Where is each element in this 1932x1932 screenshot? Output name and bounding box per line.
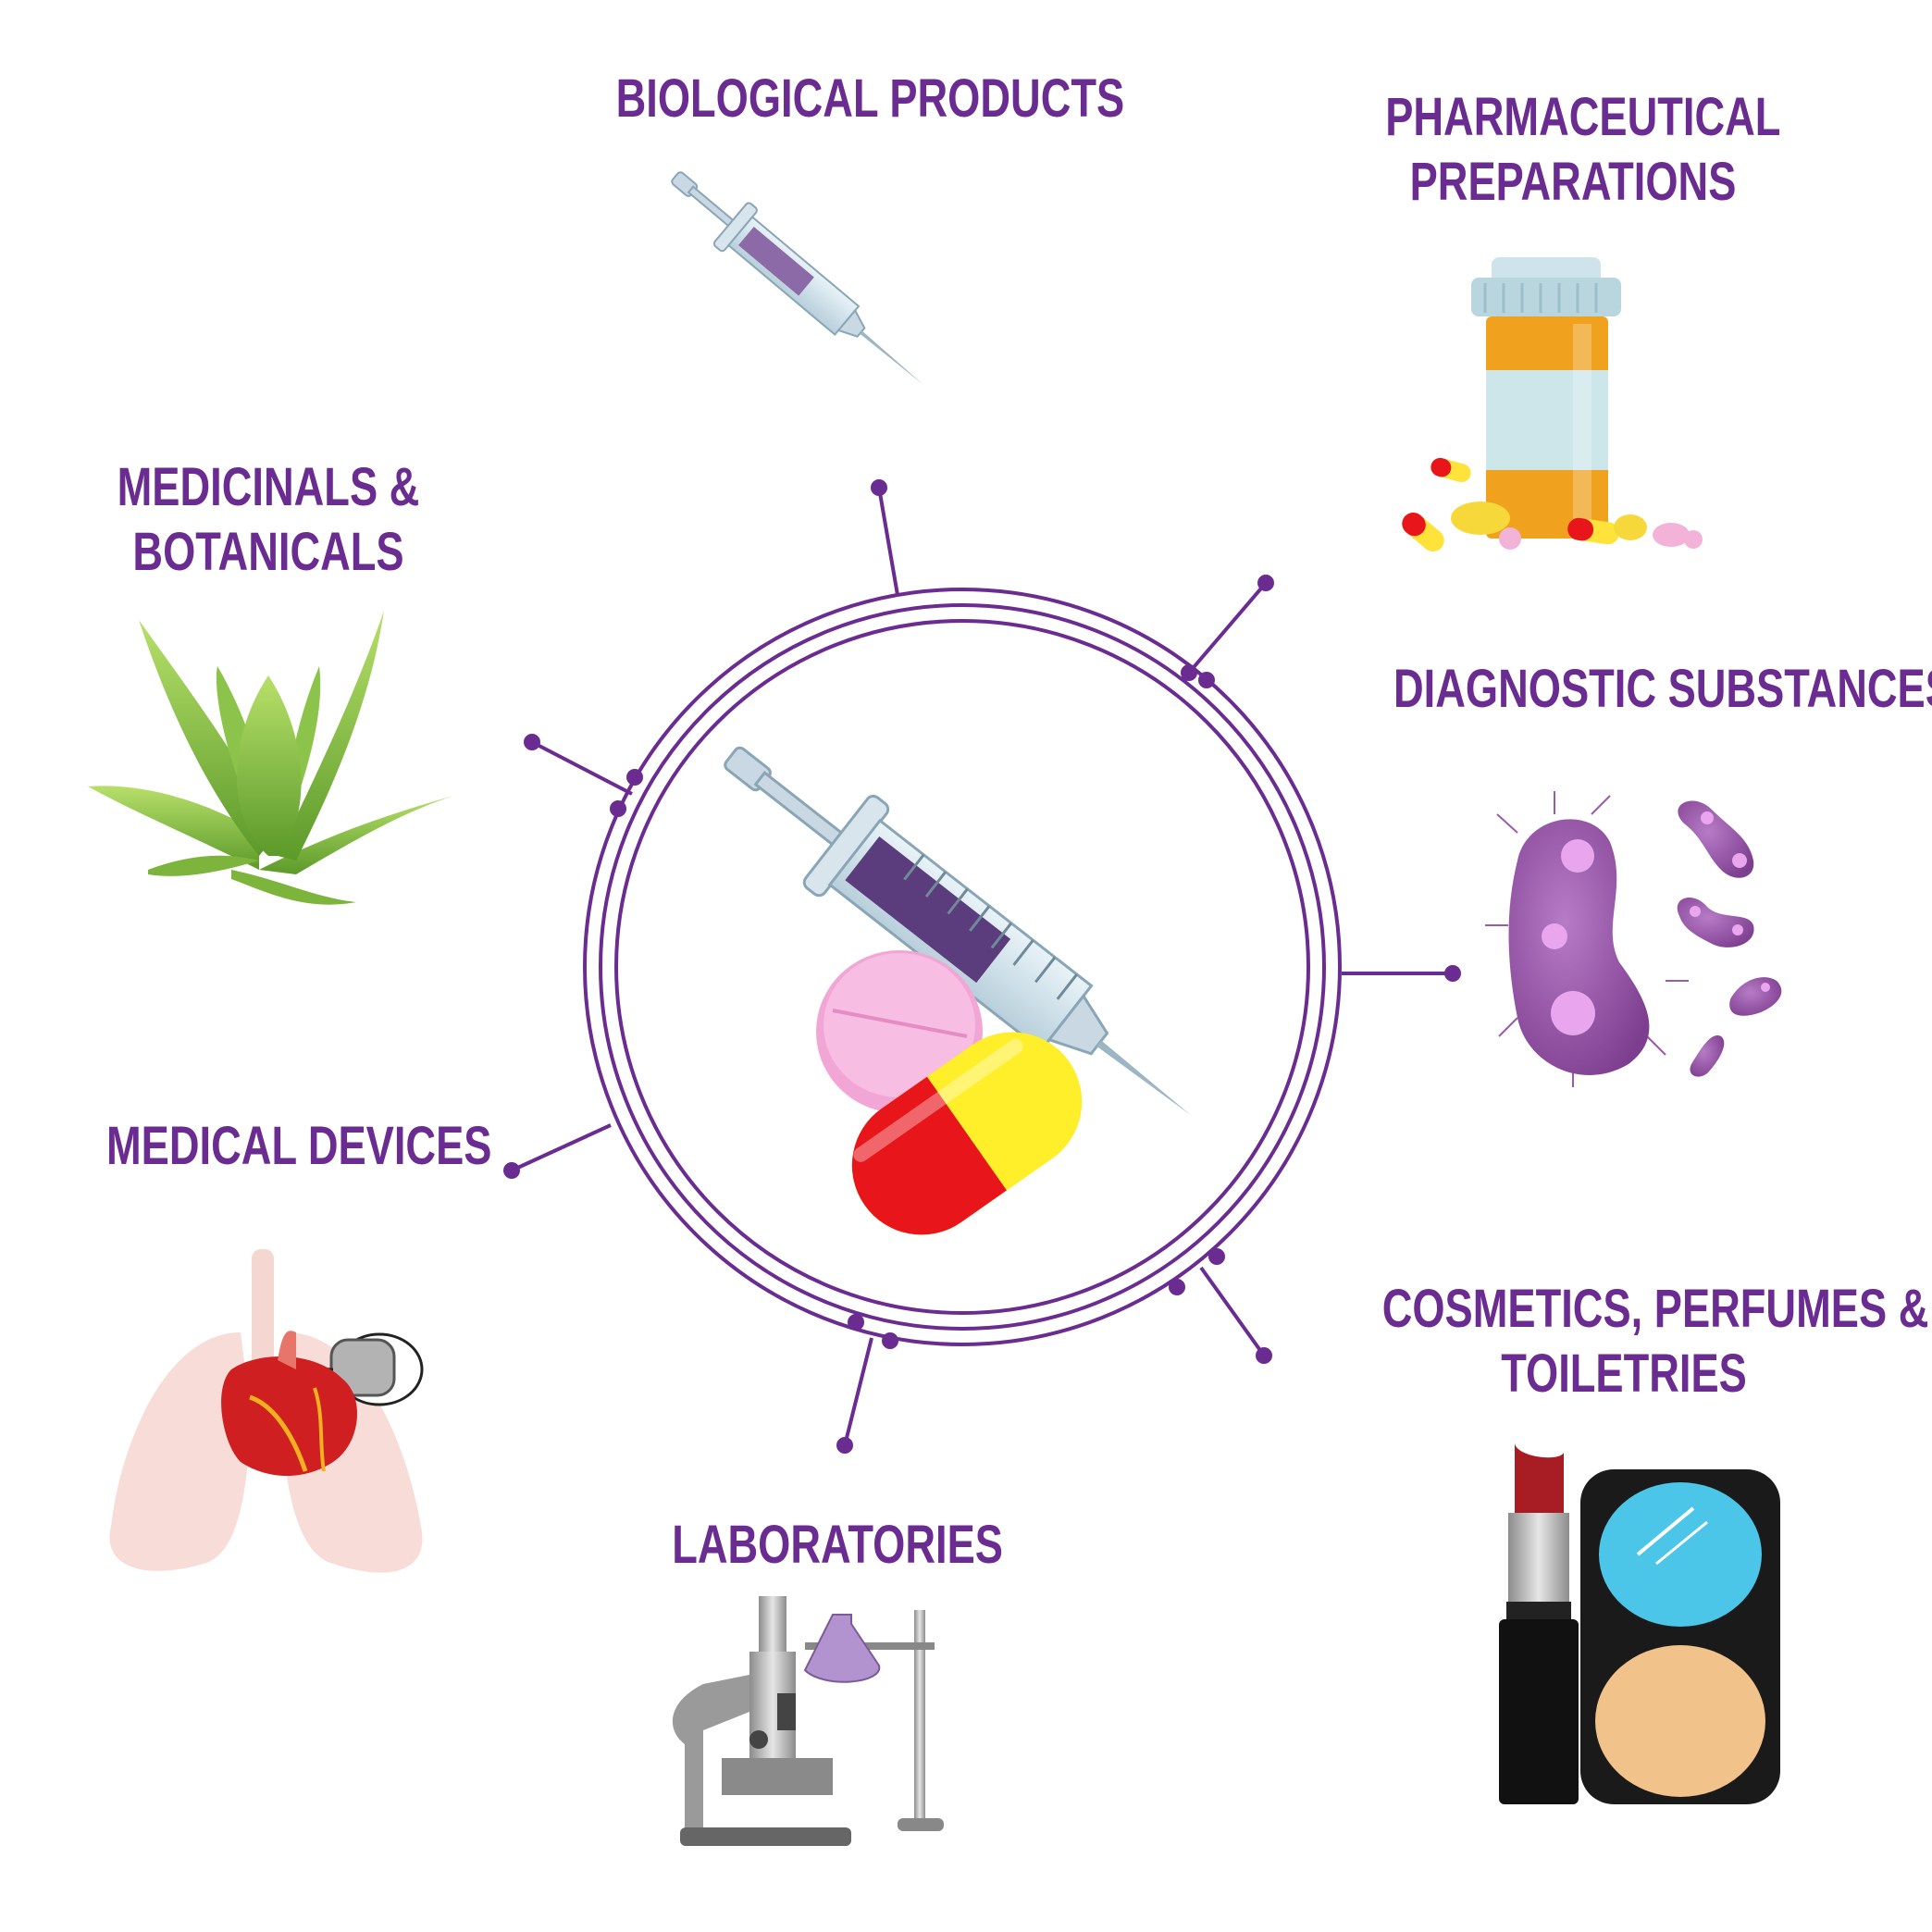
label-laboratories: LABORATORIES [672,1515,1003,1575]
syringe-pill-capsule-icon [724,746,1191,1235]
pill-bottle-icon [1402,257,1703,551]
syringe-icon [671,171,923,385]
label-biological-products: BIOLOGICAL PRODUCTS [615,68,1125,129]
connector-spokes [503,479,1461,1454]
aloe-plant-icon [88,611,453,905]
bacteria-icon [1485,791,1782,1087]
label-cosmetics-perfumes-toiletries: COSMETICS, PERFUMES & TOILETRIES [1381,1279,1929,1404]
microscope-flask-icon [672,1596,944,1846]
label-medical-devices: MEDICAL DEVICES [106,1116,492,1176]
pacemaker-heart-lungs-icon [109,1249,424,1573]
label-medicinals-botanicals: MEDICINALS & BOTANICALS [117,457,420,582]
central-rings [583,588,1342,1346]
label-diagnostic-substances: DIAGNOSTIC SUBSTANCES [1393,659,1932,719]
label-pharmaceutical-preparations: PHARMACEUTICAL PREPARATIONS [1385,87,1781,212]
lipstick-compact-icon [1499,1443,1780,1804]
